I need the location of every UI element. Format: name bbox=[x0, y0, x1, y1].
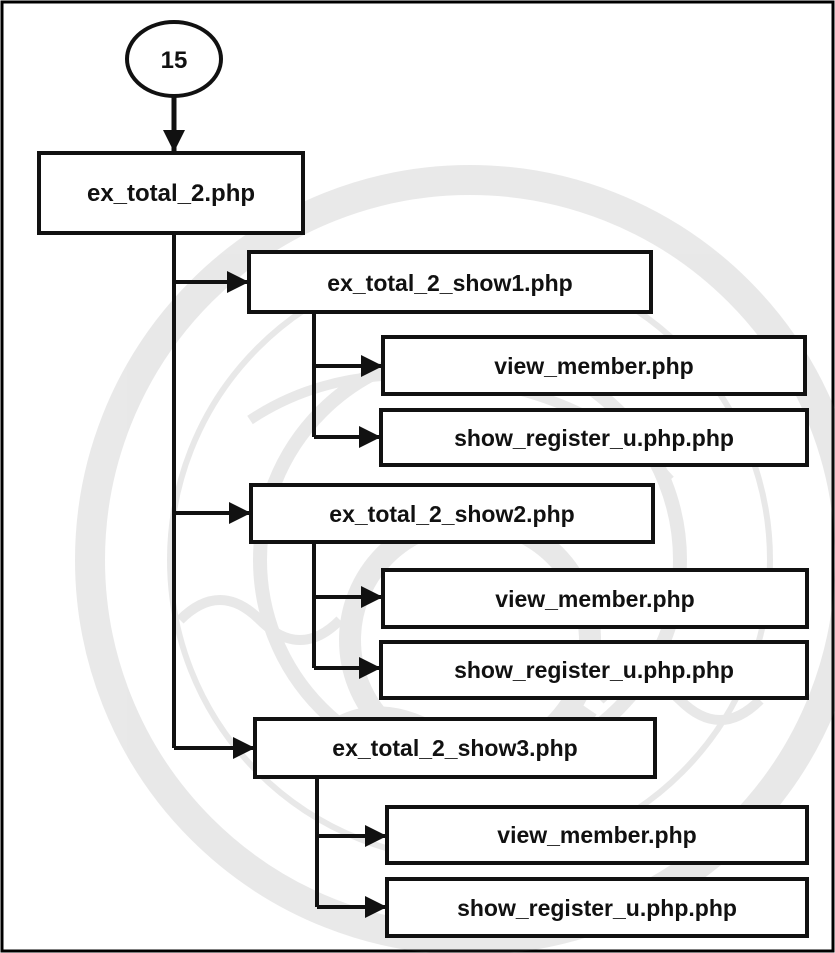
node-show1-view-label: view_member.php bbox=[494, 353, 693, 379]
connector-node: 15 bbox=[125, 20, 223, 98]
node-show3-register: show_register_u.php.php bbox=[385, 877, 809, 938]
node-root: ex_total_2.php bbox=[37, 151, 305, 235]
node-show3: ex_total_2_show3.php bbox=[253, 717, 657, 779]
node-show1-view: view_member.php bbox=[381, 335, 807, 396]
node-show2-view-label: view_member.php bbox=[495, 586, 694, 612]
node-show1: ex_total_2_show1.php bbox=[247, 250, 653, 314]
node-show1-label: ex_total_2_show1.php bbox=[327, 270, 572, 296]
node-show1-register: show_register_u.php.php bbox=[379, 408, 809, 467]
node-show2-register: show_register_u.php.php bbox=[379, 640, 809, 700]
node-show3-view: view_member.php bbox=[385, 805, 809, 865]
node-show2-view: view_member.php bbox=[381, 568, 809, 629]
node-show2-label: ex_total_2_show2.php bbox=[329, 501, 574, 527]
node-show3-view-label: view_member.php bbox=[497, 822, 696, 848]
node-show3-label: ex_total_2_show3.php bbox=[332, 735, 577, 761]
node-show2-register-label: show_register_u.php.php bbox=[454, 657, 734, 683]
connector-label: 15 bbox=[161, 47, 188, 74]
node-root-label: ex_total_2.php bbox=[87, 180, 255, 207]
node-show3-register-label: show_register_u.php.php bbox=[457, 895, 737, 921]
node-show2: ex_total_2_show2.php bbox=[249, 483, 655, 544]
node-show1-register-label: show_register_u.php.php bbox=[454, 425, 734, 451]
